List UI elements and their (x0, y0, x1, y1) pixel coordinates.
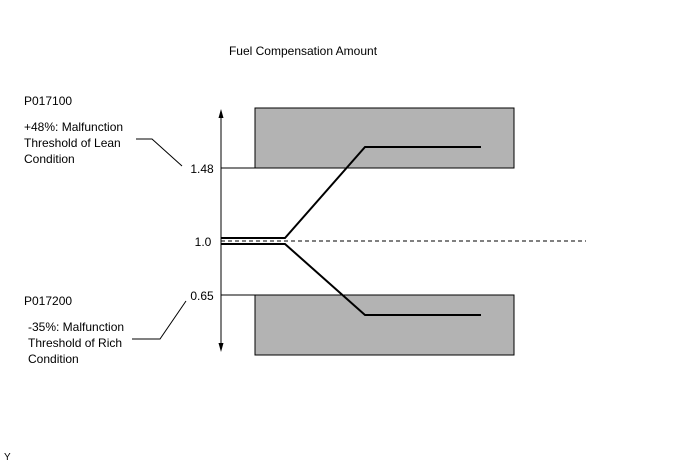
upper-desc-line-1: +48%: Malfunction (24, 120, 123, 134)
lower-desc-line-2: Threshold of Rich (28, 336, 122, 350)
diagram-title: Fuel Compensation Amount (229, 44, 378, 58)
upper-dtc-code: P017100 (24, 94, 72, 108)
lower-desc-line-3: Condition (28, 352, 79, 366)
corner-label: Y (4, 452, 11, 463)
lower-desc-line-1: -35%: Malfunction (28, 320, 124, 334)
tick-label-upper-threshold: 1.48 (190, 162, 214, 176)
lean-compensation-line (221, 146, 481, 239)
lean-malfunction-zone (254, 107, 515, 169)
tick-label-lower-threshold: 0.65 (190, 289, 214, 303)
rich-compensation-line (221, 243, 481, 316)
tick-label-center: 1.0 (195, 235, 212, 249)
lower-dtc-code: P017200 (24, 294, 72, 308)
upper-desc-line-3: Condition (24, 152, 75, 166)
upper-leader-line (136, 138, 183, 167)
axis-arrow-down-icon (218, 343, 224, 352)
upper-desc-line-2: Threshold of Lean (24, 136, 121, 150)
rich-malfunction-zone (254, 294, 515, 356)
axis-arrow-up-icon (218, 109, 224, 118)
lower-leader-line (132, 300, 187, 340)
